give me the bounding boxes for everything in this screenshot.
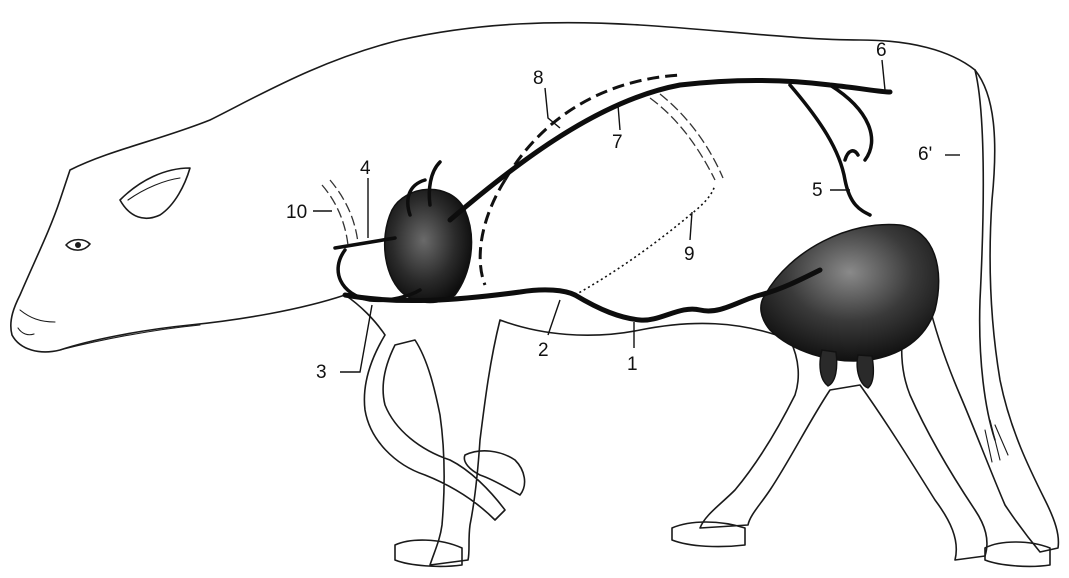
abdominal-outline-2 — [660, 94, 723, 178]
abdominal-outline — [650, 98, 715, 180]
udder — [761, 224, 939, 361]
label-10: 10 — [286, 202, 307, 223]
vessel-7-aorta — [450, 80, 890, 220]
raised-front-hoof — [464, 451, 524, 495]
tail — [975, 70, 995, 440]
label-3: 3 — [316, 362, 327, 383]
hind-hoof-right — [985, 542, 1050, 566]
label-4: 4 — [360, 158, 371, 179]
leader-7 — [618, 105, 620, 130]
leader-6 — [882, 60, 885, 90]
label-7: 7 — [612, 132, 623, 153]
eye-pupil — [75, 242, 81, 248]
leader-9 — [690, 212, 692, 240]
leader-8 — [545, 88, 560, 128]
label-8: 8 — [533, 68, 544, 89]
label-6-prime: 6' — [918, 144, 932, 165]
jaw-line — [60, 325, 200, 350]
vessel-5 — [790, 85, 870, 215]
ear-inner — [128, 178, 180, 200]
muzzle — [20, 310, 55, 322]
label-9: 9 — [684, 244, 695, 265]
label-5: 5 — [812, 180, 823, 201]
ear-outline — [120, 168, 190, 218]
label-1: 1 — [627, 354, 638, 375]
teat-1 — [820, 350, 837, 386]
label-2: 2 — [538, 340, 549, 361]
leader-3 — [340, 305, 372, 372]
vessel-10 — [322, 185, 348, 245]
vessel-10-2 — [330, 180, 358, 243]
nostril — [18, 328, 34, 335]
vessel-5-hook — [845, 151, 858, 160]
tail-switch — [985, 420, 1008, 462]
leader-2 — [548, 300, 560, 335]
vessel-9-dotted — [575, 185, 715, 295]
hind-hoof-left — [672, 522, 745, 547]
heart — [385, 189, 472, 302]
label-6: 6 — [876, 40, 887, 61]
teat-2 — [857, 355, 873, 388]
vessel-8-dashed-lower — [480, 180, 505, 285]
